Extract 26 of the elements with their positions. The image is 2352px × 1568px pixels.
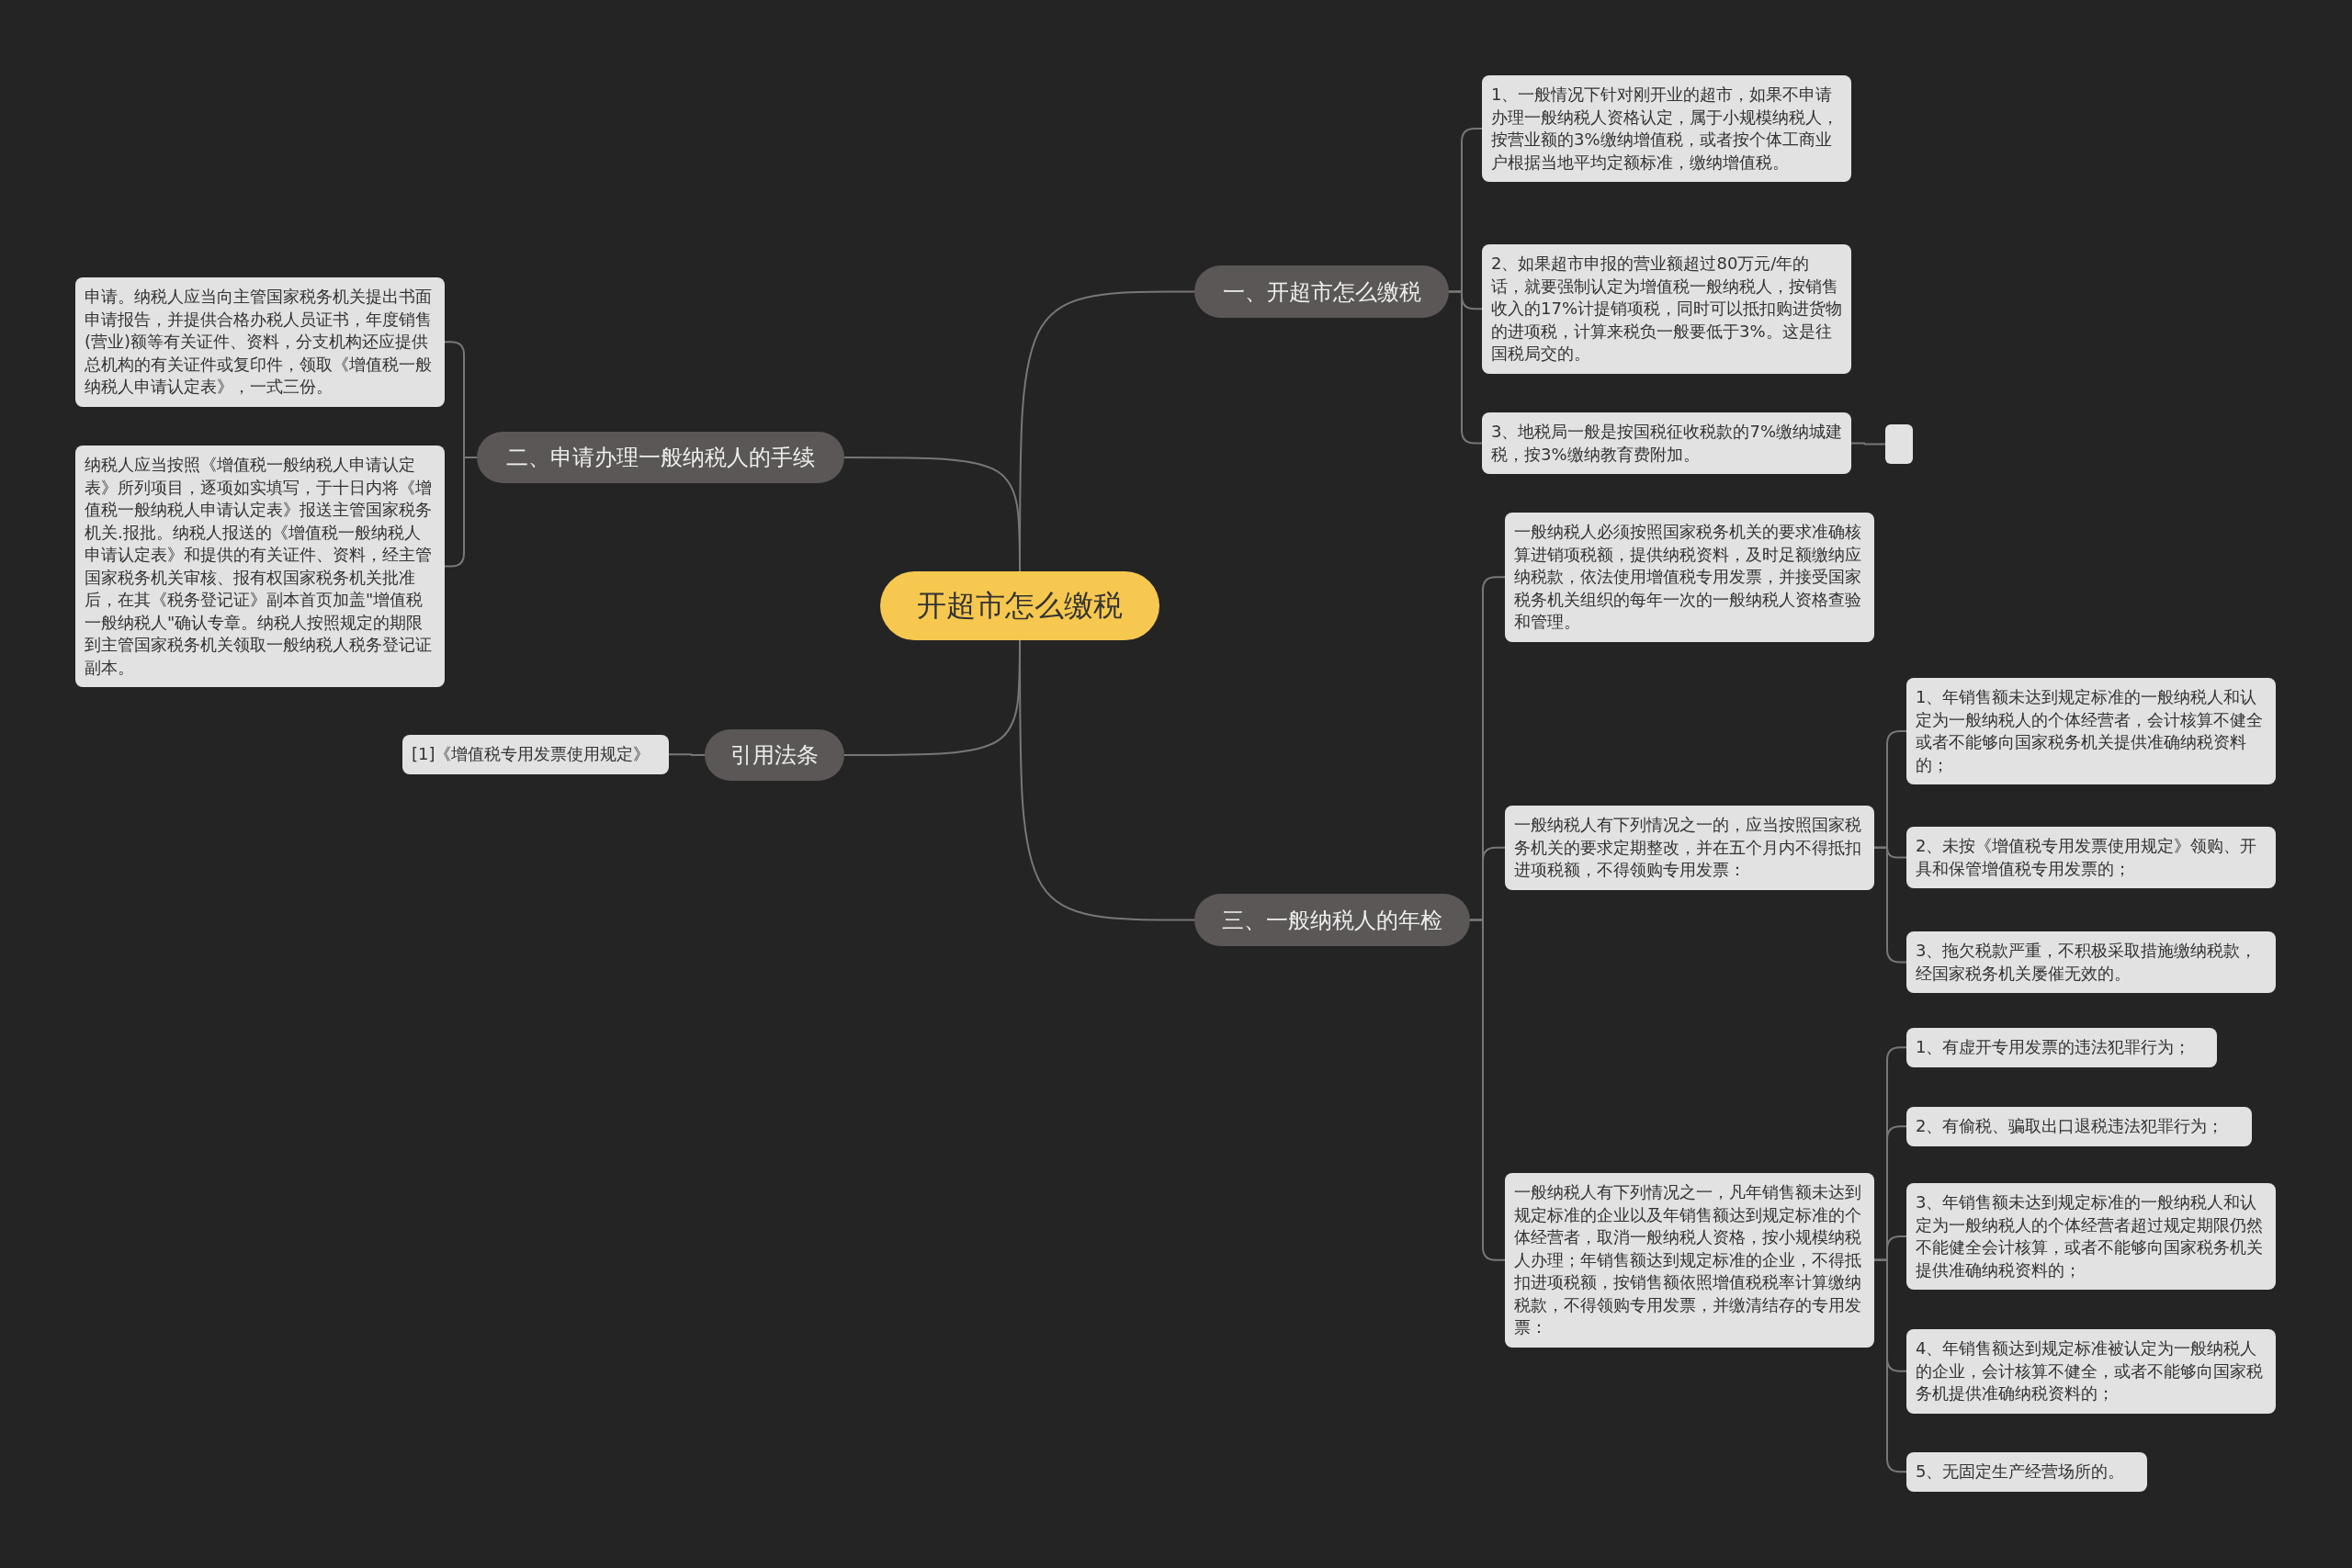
central-topic: 开超市怎么缴税 [880, 571, 1159, 640]
leaf-note: 5、无固定生产经营场所的。 [1906, 1452, 2147, 1492]
leaf-note: 申请。纳税人应当向主管国家税务机关提出书面申请报告，并提供合格办税人员证书，年度销售(营业)额等有关证件、资料，分支机构还应提供总机构的有关证件或复印件，领取《增值税一般纳税人申请认定表》，一式三份。 [75, 277, 445, 407]
leaf-note: 纳税人应当按照《增值税一般纳税人申请认定表》所列项目，逐项如实填写，于十日内将《增值税一般纳税人申请认定表》报送主管国家税务机关.报批。纳税人报送的《增值税一般纳税人申请认定表》和提供的有关证件、资料，经主管国家税务机关审核、报有权国家税务机关批准后，在其《税务登记证》副本首页加盖"增值税一般纳税人"确认专章。纳税人按照规定的期限到主管国家税务机关领取一般纳税人税务登记证副本。 [75, 446, 445, 687]
branch-topic: 一、开超市怎么缴税 [1194, 265, 1449, 318]
leaf-note: [1]《增值税专用发票使用规定》 [402, 735, 669, 774]
leaf-note: 3、拖欠税款严重，不积极采取措施缴纳税款，经国家税务机关屡催无效的。 [1906, 931, 2276, 993]
leaf-note: 2、如果超市申报的营业额超过80万元/年的话，就要强制认定为增值税一般纳税人，按销售收入的17%计提销项税，同时可以抵扣购进货物的进项税，计算来税负一般要低于3%。这是往国税局交的。 [1482, 244, 1851, 374]
leaf-note: 2、未按《增值税专用发票使用规定》领购、开具和保管增值税专用发票的； [1906, 827, 2276, 888]
empty-note [1885, 424, 1913, 464]
connector-line [843, 457, 1021, 572]
leaf-note: 2、有偷税、骗取出口退税违法犯罪行为； [1906, 1107, 2252, 1146]
connector-line [668, 753, 706, 756]
leaf-note: 4、年销售额达到规定标准被认定为一般纳税人的企业，会计核算不健全，或者不能够向国家税务机提供准确纳税资料的； [1906, 1329, 2276, 1414]
branch-topic: 三、一般纳税人的年检 [1194, 894, 1470, 946]
leaf-note: 1、年销售额未达到规定标准的一般纳税人和认定为一般纳税人的个体经营者，会计核算不健全或者不能够向国家税务机关提供准确纳税资料的； [1906, 678, 2276, 784]
branch-topic: 引用法条 [705, 729, 844, 781]
leaf-note: 一般纳税人必须按照国家税务机关的要求准确核算进销项税额，提供纳税资料，及时足额缴纳应纳税款，依法使用增值税专用发票，并接受国家税务机关组织的每年一次的一般纳税人资格查验和管理。 [1505, 513, 1874, 642]
leaf-note: 3、年销售额未达到规定标准的一般纳税人和认定为一般纳税人的个体经营者超过规定期限仍然不能健全会计核算，或者不能够向国家税务机关提供准确纳税资料的； [1906, 1183, 2276, 1290]
leaf-note: 1、一般情况下针对刚开业的超市，如果不申请办理一般纳税人资格认定，属于小规模纳税人，按营业额的3%缴纳增值税，或者按个体工商业户根据当地平均定额标准，缴纳增值税。 [1482, 75, 1851, 182]
leaf-note: 一般纳税人有下列情况之一的，应当按照国家税务机关的要求定期整改，并在五个月内不得抵扣进项税额，不得领购专用发票： [1505, 806, 1874, 890]
connector-line [1850, 442, 1886, 446]
branch-topic: 二、申请办理一般纳税人的手续 [477, 432, 844, 483]
leaf-note: 3、地税局一般是按国税征收税款的7%缴纳城建税，按3%缴纳教育费附加。 [1482, 412, 1851, 474]
leaf-note: 1、有虚开专用发票的违法犯罪行为； [1906, 1028, 2217, 1067]
leaf-note: 一般纳税人有下列情况之一，凡年销售额未达到规定标准的企业以及年销售额达到规定标准的个体经营者，取消一般纳税人资格，按小规模纳税人办理；年销售额达到规定标准的企业，不得抵扣进项税额，按销售额依照增值税税率计算缴纳税款，不得领购专用发票，并缴清结存的专用发票： [1505, 1173, 1874, 1348]
